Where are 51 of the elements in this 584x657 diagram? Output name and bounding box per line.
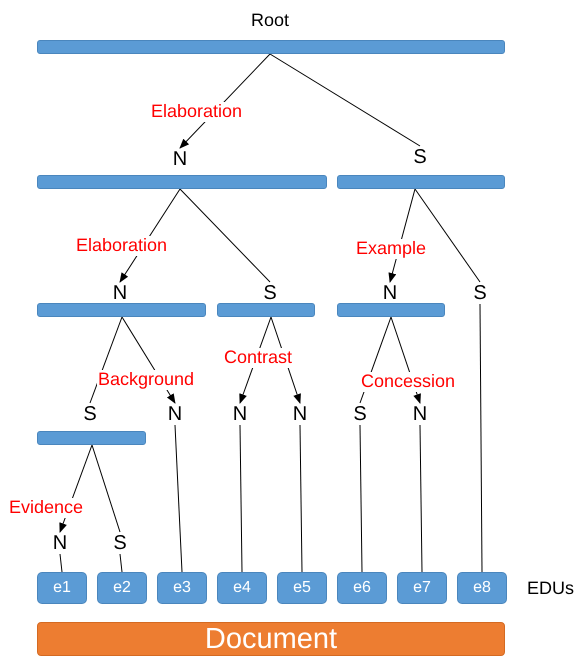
span-bar — [337, 175, 505, 189]
root-label: Root — [240, 8, 300, 32]
nuclearity-label: N — [171, 148, 189, 170]
relation-label: Elaboration — [75, 236, 168, 256]
connector-line — [360, 424, 362, 572]
nuclearity-label: S — [81, 403, 99, 425]
connector-line — [92, 444, 120, 532]
connector-line — [120, 554, 122, 572]
connector-line — [300, 424, 302, 572]
nuclearity-label: N — [411, 403, 429, 425]
nuclearity-label: N — [51, 532, 69, 554]
edu-box: e3 — [157, 572, 207, 604]
span-bar — [217, 303, 315, 317]
nuclearity-label: N — [166, 403, 184, 425]
nuclearity-label: S — [411, 146, 429, 168]
nuclearity-label: N — [111, 282, 129, 304]
connector-line — [480, 304, 482, 572]
span-bar — [37, 40, 505, 54]
edu-box: e4 — [217, 572, 267, 604]
nuclearity-label: N — [231, 403, 249, 425]
relation-label: Elaboration — [150, 102, 244, 122]
edu-box: e8 — [457, 572, 507, 604]
relation-label: Concession — [360, 372, 456, 392]
nuclearity-label: N — [381, 282, 399, 304]
span-bar — [37, 175, 327, 189]
edu-box: e7 — [397, 572, 447, 604]
span-bar — [337, 303, 445, 317]
edus-label: EDUs — [527, 578, 574, 599]
nuclearity-label: N — [291, 403, 309, 425]
connector-line — [414, 188, 480, 282]
edu-box: e5 — [277, 572, 327, 604]
document-bar: Document — [37, 622, 505, 656]
nuclearity-label: S — [111, 532, 129, 554]
edu-box: e2 — [97, 572, 147, 604]
span-bar — [37, 303, 206, 317]
relation-label: Contrast — [223, 348, 294, 368]
edu-box: e1 — [37, 572, 87, 604]
relation-label: Evidence — [8, 498, 84, 518]
connector-line — [240, 424, 242, 572]
connector-line — [420, 424, 422, 572]
nuclearity-label: S — [261, 282, 279, 304]
relation-label: Example — [355, 239, 428, 259]
connector-line — [270, 54, 420, 146]
connector-line — [174, 424, 182, 572]
span-bar — [37, 431, 146, 445]
connector-line — [60, 554, 62, 572]
connector-line — [180, 188, 270, 282]
nuclearity-label: S — [351, 403, 369, 425]
nuclearity-label: S — [471, 282, 489, 304]
relation-label: Background — [97, 370, 196, 390]
edu-box: e6 — [337, 572, 387, 604]
